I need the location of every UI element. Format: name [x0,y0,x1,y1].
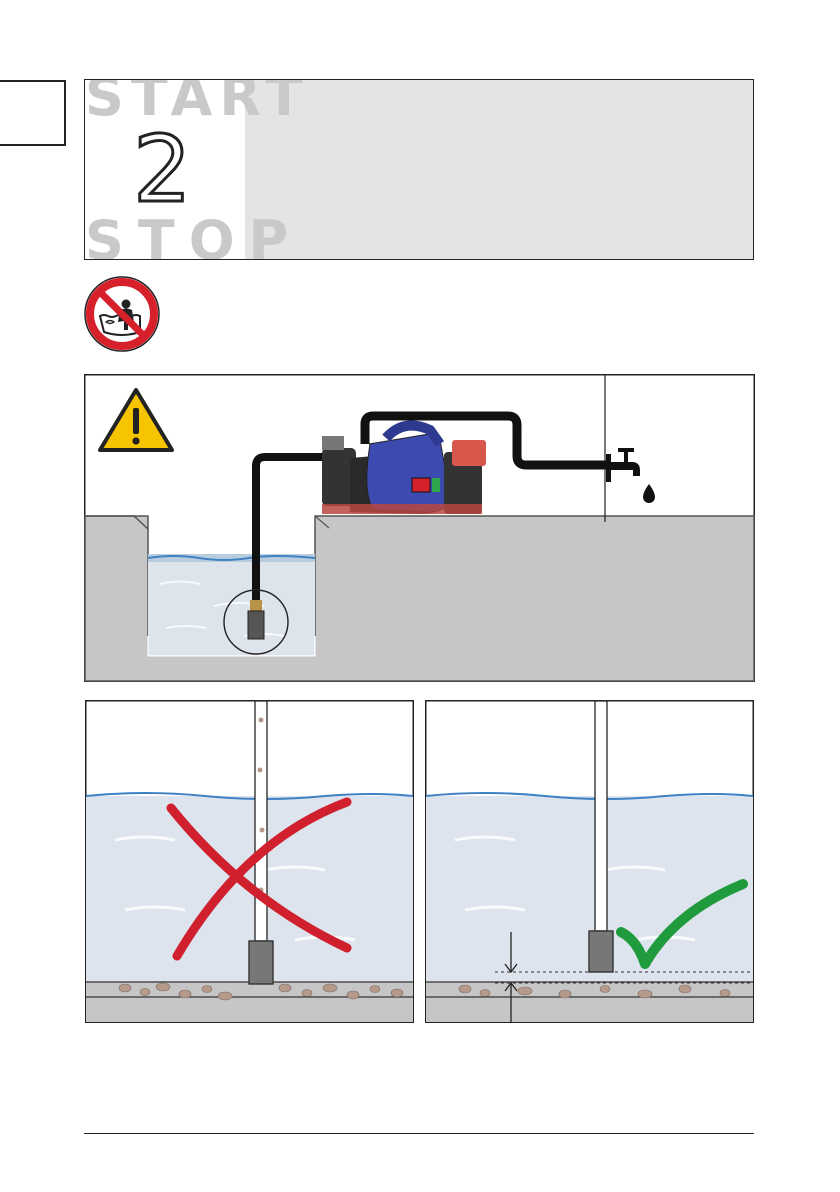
start-label: START [85,79,309,124]
pump-setup-illustration [84,374,755,682]
header-label-area: START 2 STOP [85,80,245,259]
side-tab [0,80,66,146]
header-box: START 2 STOP [84,79,754,260]
correct-placement-illustration [425,700,754,1023]
step-number: 2 [133,124,192,216]
no-bathing-prohibition-icon [82,274,162,354]
stop-label: STOP [85,214,302,260]
wrong-placement-illustration [85,700,414,1023]
footer-rule [84,1133,754,1134]
